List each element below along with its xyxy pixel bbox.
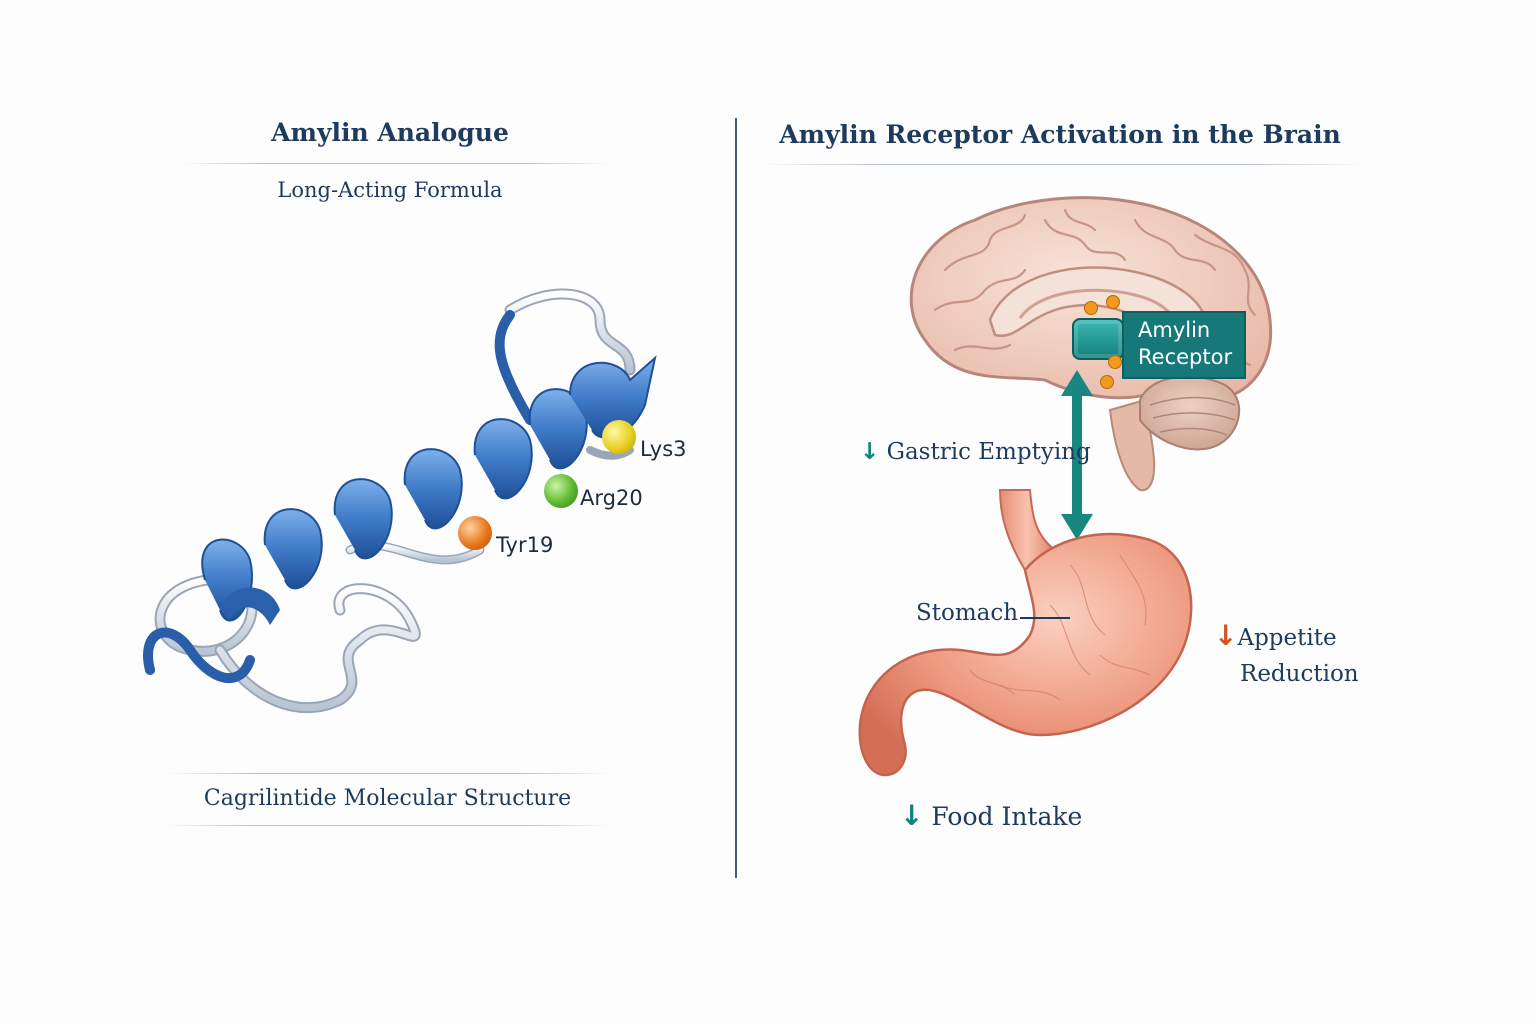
- residue-marker-arg20: [544, 474, 578, 508]
- gastric-emptying-effect: ↓ Gastric Emptying: [860, 439, 1091, 465]
- appetite-reduction-effect: ↓Appetite Reduction: [1214, 618, 1359, 692]
- food-intake-effect: ↓ Food Intake: [900, 799, 1082, 832]
- stomach-label: Stomach: [916, 600, 1019, 626]
- residue-label-arg20: Arg20: [580, 486, 643, 510]
- receptor-molecule: [1072, 318, 1124, 360]
- ligand-dot: [1106, 295, 1120, 309]
- down-arrow-icon: ↓: [900, 799, 924, 832]
- left-caption-rule-bottom: [165, 825, 610, 826]
- appetite-line: ↓Appetite: [1214, 618, 1359, 656]
- ligand-dot: [1108, 355, 1122, 369]
- ligand-dot: [1100, 375, 1114, 389]
- receptor-label-line1: Amylin: [1138, 318, 1211, 342]
- left-panel-caption: Cagrilintide Molecular Structure: [203, 786, 572, 811]
- amylin-receptor-label: Amylin Receptor: [1122, 311, 1247, 379]
- bidirectional-arrow: [1061, 370, 1093, 540]
- peptide-loop-top: [494, 310, 535, 425]
- residue-marker-tyr19: [458, 516, 492, 550]
- alpha-helix-ribbon: [201, 355, 657, 625]
- food-intake-label: Food Intake: [931, 802, 1083, 831]
- left-title-rule: [180, 163, 610, 164]
- reduction-label: Reduction: [1240, 661, 1359, 687]
- left-caption-rule-top: [165, 773, 610, 774]
- residue-label-tyr19: Tyr19: [496, 533, 554, 557]
- appetite-label: Appetite: [1237, 625, 1337, 651]
- peptide-loop-bottom: [143, 627, 255, 684]
- right-title-rule: [760, 164, 1365, 165]
- receptor-label-line2: Receptor: [1138, 345, 1233, 369]
- peptide-structure-illustration: [143, 288, 657, 714]
- gastric-emptying-label: Gastric Emptying: [886, 439, 1091, 465]
- residue-label-lys3: Lys3: [640, 437, 687, 461]
- ligand-dot: [1084, 301, 1098, 315]
- left-panel-subtitle: Long-Acting Formula: [277, 178, 503, 202]
- stomach-leader-line: [1020, 617, 1070, 619]
- left-panel-title: Amylin Analogue: [271, 118, 509, 147]
- residue-marker-lys3: [602, 420, 636, 454]
- stomach-illustration: [858, 489, 1193, 777]
- right-panel-title: Amylin Receptor Activation in the Brain: [779, 120, 1341, 149]
- down-arrow-icon: ↓: [860, 439, 880, 465]
- panel-divider: [735, 118, 737, 878]
- down-arrow-icon: ↓: [1214, 619, 1238, 652]
